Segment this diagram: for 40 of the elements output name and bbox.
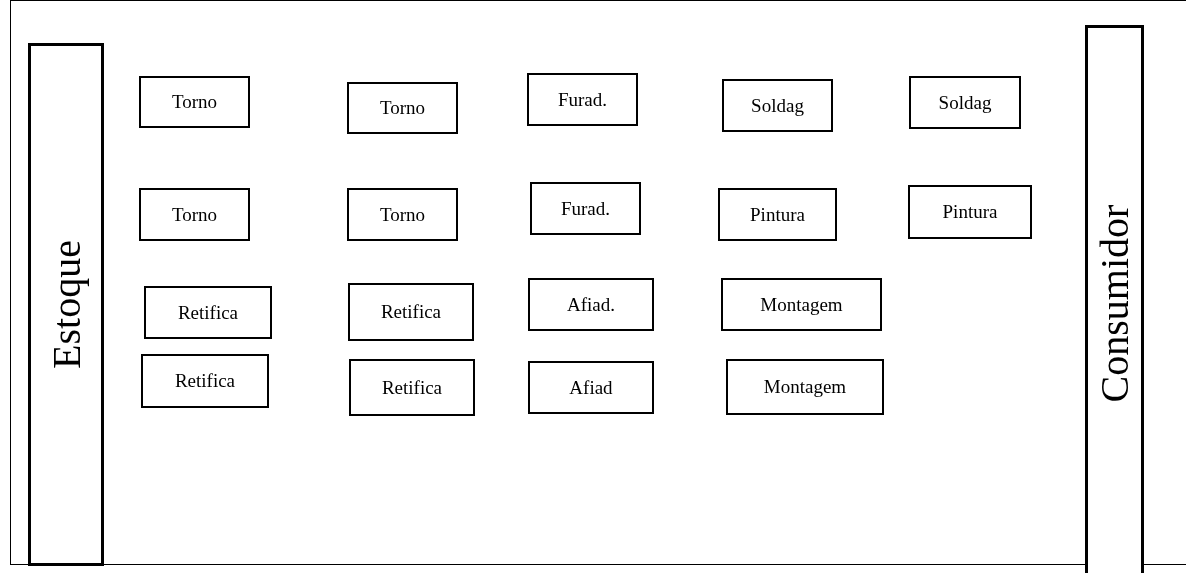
side-bar [1085, 25, 1144, 573]
process-box [139, 76, 250, 128]
process-box [909, 76, 1021, 129]
process-box [721, 278, 882, 331]
side-bar [28, 43, 104, 566]
process-box [527, 73, 638, 126]
box-label: Torno [379, 97, 426, 119]
process-box [144, 286, 272, 339]
box-label: Soldag [938, 91, 992, 114]
box-label: Montagem [763, 376, 847, 398]
box-label: Retifica [380, 301, 442, 323]
process-box [349, 359, 475, 416]
process-box [528, 361, 654, 414]
box-label: Retifica [177, 301, 239, 324]
box-label: Furad. [560, 197, 611, 220]
process-box [348, 283, 474, 341]
box-label: Estoque [42, 240, 90, 369]
box-label: Torno [171, 91, 218, 113]
box-label: Montagem [760, 293, 843, 316]
box-label: Soldag [751, 94, 804, 117]
box-label: Retifica [174, 370, 236, 392]
box-label: Furad. [557, 88, 608, 111]
process-box [530, 182, 641, 235]
process-box [347, 188, 458, 241]
box-label: Afiad [569, 376, 613, 399]
box-label: Pintura [942, 201, 998, 223]
process-box [141, 354, 269, 408]
process-box [528, 278, 654, 331]
process-box [139, 188, 250, 241]
process-box [347, 82, 458, 134]
box-label: Torno [171, 203, 218, 226]
box-label: Pintura [750, 203, 805, 226]
process-box [726, 359, 884, 415]
process-box [722, 79, 833, 132]
box-label: Consumidor [1091, 204, 1138, 403]
box-label: Afiad. [567, 293, 615, 316]
box-label: Retifica [381, 376, 443, 399]
process-box [718, 188, 837, 241]
box-label: Torno [379, 203, 426, 226]
process-box [908, 185, 1032, 239]
